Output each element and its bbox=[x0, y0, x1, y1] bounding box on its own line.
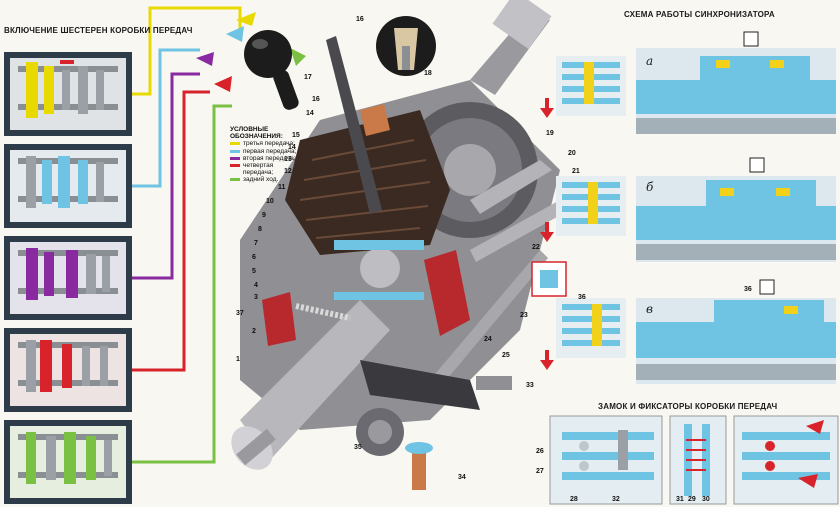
legend-swatch bbox=[230, 156, 240, 160]
callout-28: 28 bbox=[570, 496, 578, 503]
legend-swatch bbox=[230, 149, 240, 153]
callout-36b: 36 bbox=[744, 286, 752, 293]
legend-label: третья передача; bbox=[243, 140, 295, 148]
callout-7: 7 bbox=[254, 240, 258, 247]
callout-34: 34 bbox=[458, 474, 466, 481]
callout-18: 18 bbox=[424, 70, 432, 77]
lock-title: ЗАМОК И ФИКСАТОРЫ КОРОБКИ ПЕРЕДАЧ bbox=[598, 402, 778, 411]
callout-1: 1 bbox=[236, 356, 240, 363]
legend-item: задний ход. bbox=[230, 176, 300, 183]
sync-letter-c: в bbox=[646, 302, 653, 316]
sync-rings bbox=[531, 56, 626, 358]
legend-heading: УСЛОВНЫЕ ОБОЗНАЧЕНИЯ: bbox=[230, 126, 283, 141]
sync-arrows bbox=[540, 98, 554, 370]
callout-17: 17 bbox=[304, 74, 312, 81]
callout-8: 8 bbox=[258, 226, 262, 233]
gear-panel-third bbox=[4, 52, 132, 136]
legend-swatch bbox=[230, 142, 240, 146]
shift-knob bbox=[244, 30, 299, 110]
callout-14a: 14 bbox=[288, 144, 296, 151]
legend-swatch bbox=[230, 178, 240, 182]
callout-4: 4 bbox=[254, 282, 258, 289]
sync-letter-a: а bbox=[646, 54, 654, 68]
callout-26: 26 bbox=[536, 448, 544, 455]
callout-27: 27 bbox=[536, 468, 544, 475]
callout-14b: 14 bbox=[306, 110, 314, 117]
callout-3: 3 bbox=[254, 294, 258, 301]
callout-19: 19 bbox=[546, 130, 554, 137]
gearbox-cutaway bbox=[231, 0, 566, 490]
callout-30: 30 bbox=[702, 496, 710, 503]
gear-panel-first bbox=[4, 144, 132, 228]
gear-connectors bbox=[132, 6, 242, 464]
callout-29: 29 bbox=[688, 496, 696, 503]
legend: УСЛОВНЫЕ ОБОЗНАЧЕНИЯ: третья передача; п… bbox=[230, 126, 300, 184]
callout-24: 24 bbox=[484, 336, 492, 343]
legend-item: четвертая передача; bbox=[230, 162, 300, 176]
shift-arrows bbox=[196, 12, 306, 92]
callout-9: 9 bbox=[262, 212, 266, 219]
callout-22: 22 bbox=[532, 244, 540, 251]
gear-panel-second bbox=[4, 236, 132, 320]
legend-item: третья передача; bbox=[230, 140, 300, 147]
gear-panel-fourth bbox=[4, 328, 132, 412]
legend-label: задний ход. bbox=[243, 176, 279, 184]
callout-13: 13 bbox=[284, 156, 292, 163]
synchronizer-title: СХЕМА РАБОТЫ СИНХРОНИЗАТОРА bbox=[624, 10, 775, 19]
legend-swatch bbox=[230, 164, 240, 168]
callout-32: 32 bbox=[612, 496, 620, 503]
sync-diagram-b bbox=[636, 157, 836, 262]
callout-12: 12 bbox=[284, 168, 292, 175]
callout-21: 21 bbox=[572, 168, 580, 175]
legend-label: вторая передача; bbox=[243, 154, 296, 162]
legend-label: первая передача; bbox=[243, 147, 297, 155]
gear-panel-reverse bbox=[4, 420, 132, 504]
callout-2: 2 bbox=[252, 328, 256, 335]
sync-diagram-a bbox=[636, 31, 836, 134]
callout-33: 33 bbox=[526, 382, 534, 389]
callout-25: 25 bbox=[502, 352, 510, 359]
callout-10: 10 bbox=[266, 198, 274, 205]
callout-15: 15 bbox=[292, 132, 300, 139]
legend-item: первая передача; bbox=[230, 148, 300, 155]
legend-item: вторая передача; bbox=[230, 155, 300, 162]
callout-16b: 16 bbox=[356, 16, 364, 23]
callout-31: 31 bbox=[676, 496, 684, 503]
lock-diagrams bbox=[549, 415, 839, 505]
sync-letter-b: б bbox=[646, 180, 654, 194]
callout-36a: 36 bbox=[578, 294, 586, 301]
callout-6: 6 bbox=[252, 254, 256, 261]
callout-37: 37 bbox=[236, 310, 244, 317]
gear-engagement-title: ВКЛЮЧЕНИЕ ШЕСТЕРЕН КОРОБКИ ПЕРЕДАЧ bbox=[4, 26, 193, 35]
sync-diagram-c bbox=[636, 279, 836, 384]
callout-23: 23 bbox=[520, 312, 528, 319]
legend-label: четвертая передача; bbox=[243, 162, 274, 177]
knob-section-detail bbox=[376, 16, 436, 76]
callout-16a: 16 bbox=[312, 96, 320, 103]
callout-20: 20 bbox=[568, 150, 576, 157]
callout-5: 5 bbox=[252, 268, 256, 275]
callout-11: 11 bbox=[278, 184, 286, 191]
callout-35: 35 bbox=[354, 444, 362, 451]
